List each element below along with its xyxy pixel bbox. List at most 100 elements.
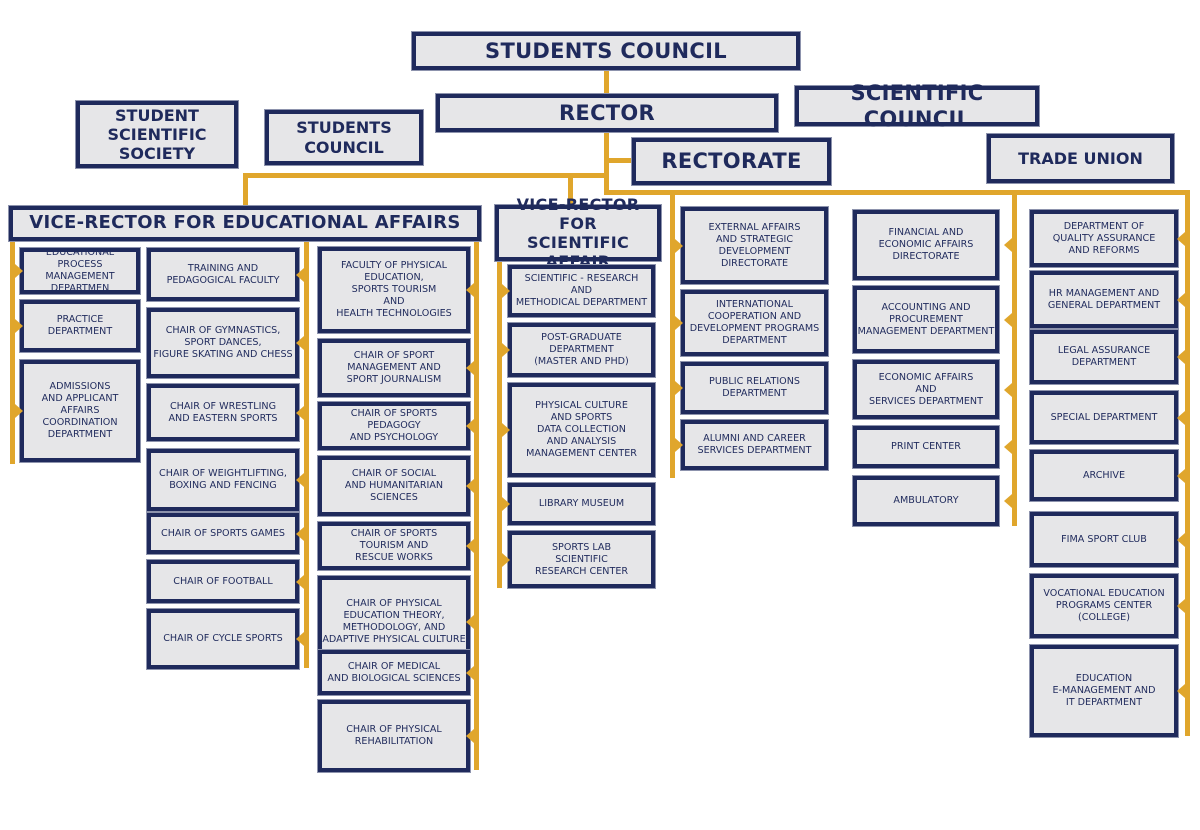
department-box[interactable]: CHAIR OF SPORTS GAMES [147,513,299,554]
department-box[interactable]: CHAIR OF SPORTS TOURISM AND RESCUE WORKS [318,522,470,570]
connector-arrow-icon [466,729,474,743]
connector [497,258,502,588]
connector-arrow-icon [296,632,304,646]
connector-arrow-icon [502,423,510,437]
scientific-council-box[interactable]: SCIENTIFIC COUNCIL [795,81,1039,131]
department-box[interactable]: CHAIR OF CYCLE SPORTS [147,609,299,669]
department-box[interactable]: ARCHIVE [1030,450,1178,501]
connector [243,173,609,178]
connector-arrow-icon [502,284,510,298]
connector-arrow-icon [1004,440,1012,454]
connector-arrow-icon [1177,292,1185,307]
department-box[interactable]: POST-GRADUATE DEPARTMENT (MASTER AND PHD… [508,323,655,377]
department-box[interactable]: CHAIR OF SOCIAL AND HUMANITARIAN SCIENCE… [318,456,470,516]
connector-arrow-icon [1177,599,1185,613]
vice-rector-educational-box[interactable]: VICE-RECTOR FOR EDUCATIONAL AFFAIRS [9,206,481,241]
department-box[interactable]: CHAIR OF SPORTS PEDAGOGY AND PSYCHOLOGY [318,402,470,450]
connector-arrow-icon [1004,382,1012,397]
connector-arrow-icon [466,479,474,493]
connector-arrow-icon [1004,494,1012,508]
department-box[interactable]: PHYSICAL CULTURE AND SPORTS DATA COLLECT… [508,383,655,477]
connector-arrow-icon [296,473,304,487]
department-box[interactable]: ACCOUNTING AND PROCUREMENT MANAGEMENT DE… [853,286,999,353]
department-box[interactable]: EXTERNAL AFFAIRS AND STRATEGIC DEVELOPME… [681,207,828,284]
connector-arrow-icon [15,264,23,278]
department-box[interactable]: FACULTY OF PHYSICAL EDUCATION, SPORTS TO… [318,247,470,333]
connector-arrow-icon [502,343,510,357]
department-box[interactable]: PRINT CENTER [853,426,999,468]
department-box[interactable]: PUBLIC RELATIONS DEPARTMENT [681,362,828,414]
department-box[interactable]: EDUCATIONAL PROCESS MANAGEMENT DEPARTMEN [20,247,140,294]
connector [604,158,636,163]
department-box[interactable]: FINANCIAL AND ECONOMIC AFFAIRS DIRECTORA… [853,210,999,280]
students-council-main-box[interactable]: STUDENTS COUNCIL [412,32,800,70]
department-box[interactable]: AMBULATORY [853,476,999,526]
connector-arrow-icon [1177,350,1185,364]
connector-arrow-icon [1177,532,1185,547]
connector-arrow-icon [675,381,683,395]
connector [474,238,479,770]
department-box[interactable]: CHAIR OF WRESTLING AND EASTERN SPORTS [147,384,299,441]
connector-arrow-icon [466,361,474,375]
department-box[interactable]: EDUCATION E-MANAGEMENT AND IT DEPARTMENT [1030,645,1178,737]
department-box[interactable]: INTERNATIONAL COOPERATION AND DEVELOPMEN… [681,290,828,356]
department-box[interactable]: LEGAL ASSURANCE DEPARTMENT [1030,330,1178,384]
connector-arrow-icon [15,319,23,333]
connector [604,190,1190,195]
department-box[interactable]: DEPARTMENT OF QUALITY ASSURANCE AND REFO… [1030,210,1178,267]
connector-arrow-icon [1004,312,1012,327]
connector [604,68,609,96]
connector [243,173,248,209]
department-box[interactable]: PRACTICE DEPARTMENT [20,300,140,352]
connector [1185,190,1190,736]
connector-arrow-icon [296,574,304,589]
connector-arrow-icon [1004,238,1012,252]
connector-arrow-icon [466,539,474,553]
connector-arrow-icon [675,316,683,330]
connector-arrow-icon [675,238,683,253]
connector [1012,190,1017,526]
connector-arrow-icon [466,615,474,629]
connector-arrow-icon [675,438,683,452]
department-box[interactable]: SPORTS LAB SCIENTIFIC RESEARCH CENTER [508,531,655,588]
rectorate-box[interactable]: RECTORATE [632,138,831,185]
department-box[interactable]: ALUMNI AND CAREER SERVICES DEPARTMENT [681,420,828,470]
connector-arrow-icon [296,526,304,541]
connector-arrow-icon [466,665,474,680]
department-box[interactable]: CHAIR OF SPORT MANAGEMENT AND SPORT JOUR… [318,339,470,397]
connector [670,190,675,478]
connector-arrow-icon [296,336,304,350]
department-box[interactable]: ECONOMIC AFFAIRS AND SERVICES DEPARTMENT [853,360,999,419]
connector-arrow-icon [1177,231,1185,246]
department-box[interactable]: CHAIR OF MEDICAL AND BIOLOGICAL SCIENCES [318,650,470,695]
department-box[interactable]: CHAIR OF GYMNASTICS, SPORT DANCES, FIGUR… [147,308,299,378]
connector [304,238,309,668]
vice-rector-scientific-box[interactable]: VICE-RECTOR FOR SCIENTIFIC AFFAIR [495,195,661,271]
department-box[interactable]: FIMA SPORT CLUB [1030,512,1178,567]
department-box[interactable]: SPECIAL DEPARTMENT [1030,391,1178,444]
connector-arrow-icon [296,267,304,282]
department-box[interactable]: LIBRARY MUSEUM [508,483,655,525]
department-box[interactable]: HR MANAGEMENT AND GENERAL DEPARTMENT [1030,271,1178,328]
department-box[interactable]: CHAIR OF WEIGHTLIFTING, BOXING AND FENCI… [147,449,299,511]
department-box[interactable]: CHAIR OF PHYSICAL REHABILITATION [318,700,470,772]
students-council-side-box[interactable]: STUDENTS COUNCIL [265,110,423,165]
connector-arrow-icon [296,405,304,420]
department-box[interactable]: VOCATIONAL EDUCATION PROGRAMS CENTER (CO… [1030,574,1178,638]
connector-arrow-icon [466,419,474,433]
student-scientific-society-box[interactable]: STUDENT SCIENTIFIC SOCIETY [76,101,238,168]
connector-arrow-icon [502,552,510,567]
department-box[interactable]: TRAINING AND PEDAGOGICAL FACULTY [147,248,299,301]
connector-arrow-icon [502,497,510,511]
connector-arrow-icon [1177,684,1185,698]
rector-box[interactable]: RECTOR [436,94,778,132]
connector-arrow-icon [1177,410,1185,425]
trade-union-box[interactable]: TRADE UNION [987,134,1174,183]
connector [10,238,15,464]
connector-arrow-icon [466,283,474,297]
connector-arrow-icon [15,404,23,418]
department-box[interactable]: CHAIR OF FOOTBALL [147,560,299,603]
department-box[interactable]: SCIENTIFIC - RESEARCH AND METHODICAL DEP… [508,265,655,317]
connector [568,173,573,209]
department-box[interactable]: ADMISSIONS AND APPLICANT AFFAIRS COORDIN… [20,360,140,462]
